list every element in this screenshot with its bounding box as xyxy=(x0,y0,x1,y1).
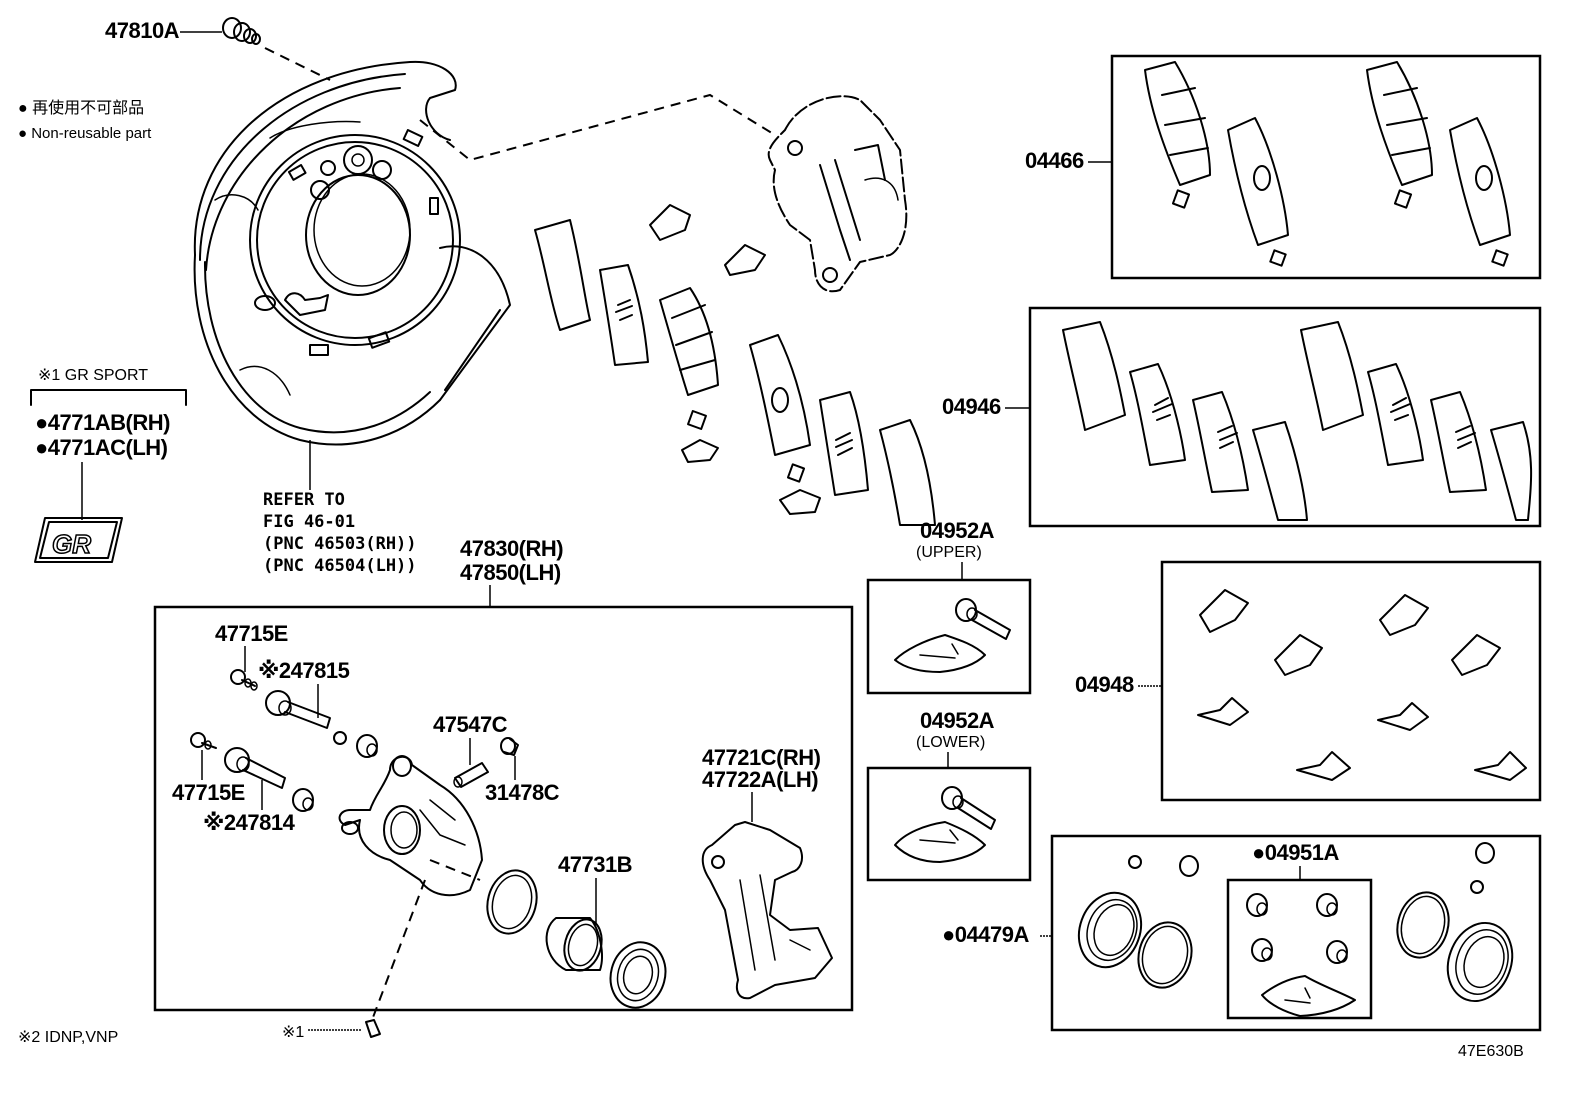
part-04951A[interactable]: ●04951A xyxy=(1252,840,1340,880)
part-label-04948[interactable]: 04948 xyxy=(1075,672,1134,697)
part-04946[interactable]: 04946 xyxy=(942,394,1030,419)
guide-pin-kit-upper-illustration xyxy=(894,598,1011,673)
part-label-47830[interactable]: 47830(RH) xyxy=(460,536,564,561)
note1-header: ※1 GR SPORT xyxy=(38,367,148,384)
bleeder-screw-icon xyxy=(230,669,258,691)
part-47731B[interactable]: 47731B xyxy=(545,852,633,975)
part-sublabel-lower[interactable]: (LOWER) xyxy=(916,734,985,751)
guide-pin-icon xyxy=(265,690,331,729)
part-label-04952A-upper[interactable]: 04952A xyxy=(920,518,995,543)
note1-marker: ※1 xyxy=(282,1024,304,1041)
dashed-connector xyxy=(419,93,776,162)
part-label-4771AB[interactable]: ●4771AB(RH) xyxy=(35,410,171,435)
refer-line[interactable]: REFER TO xyxy=(263,490,345,510)
bleeder-plug-icon xyxy=(453,762,489,788)
legend-non-reusable-en: ● Non-reusable part xyxy=(18,125,152,142)
part-04952A-lower[interactable]: 04952A (LOWER) xyxy=(916,708,995,768)
caliper-assembly-box xyxy=(153,605,854,1012)
part-label-47715E[interactable]: 47715E xyxy=(172,780,245,805)
shim-kit-box-04946 xyxy=(1028,306,1542,528)
bracket xyxy=(30,389,187,406)
part-47830-47850[interactable]: 47830(RH) 47850(LH) xyxy=(460,536,564,607)
part-label-47850[interactable]: 47850(LH) xyxy=(460,560,561,585)
pads-shims-illustration xyxy=(534,204,936,526)
part-label-4771AC[interactable]: ●4771AC(LH) xyxy=(35,435,168,460)
caliper-bracket-icon xyxy=(701,821,833,1000)
part-47715E-top[interactable]: 47715E xyxy=(215,621,288,691)
gr-sport-group: ※1 GR SPORT xyxy=(30,367,187,406)
note2: ※2 IDNP,VNP xyxy=(18,1029,118,1046)
caliper-upper-illustration xyxy=(767,95,908,293)
guide-pin-kit-box-upper xyxy=(866,578,1032,695)
shim-kit-illustration xyxy=(1062,321,1533,521)
part-label-31478C[interactable]: 31478C xyxy=(485,780,560,805)
part-label-47547C[interactable]: 47547C xyxy=(433,712,508,737)
part-label-04951A[interactable]: ●04951A xyxy=(1252,840,1340,865)
refer-line[interactable]: FIG 46-01 xyxy=(263,512,355,532)
figure-code: 47E630B xyxy=(1458,1043,1524,1060)
part-label-04952A-lower[interactable]: 04952A xyxy=(920,708,995,733)
bleeder-screw-icon xyxy=(190,732,217,750)
grommets-illustration xyxy=(292,731,378,812)
pad-kit-illustration xyxy=(1144,61,1511,267)
refer-line[interactable]: (PNC 46504(LH)) xyxy=(263,556,417,576)
label-plate-icon xyxy=(365,1019,381,1038)
guide-pin-kit-box-lower xyxy=(866,766,1032,882)
gr-emblem-text: GR xyxy=(52,529,91,559)
dashed-connector xyxy=(371,879,426,1021)
part-04952A-upper[interactable]: 04952A (UPPER) xyxy=(916,518,995,580)
bleeder-plug-icon xyxy=(222,17,261,45)
part-04479A[interactable]: ●04479A xyxy=(942,922,1052,947)
piston-icon xyxy=(545,917,603,972)
part-label-47814[interactable]: ※247814 xyxy=(203,810,296,835)
seal-kit-illustration xyxy=(1077,842,1514,1003)
legend: ● 再使用不可部品 ● Non-reusable part xyxy=(18,99,152,142)
part-label-47715E[interactable]: 47715E xyxy=(215,621,288,646)
refer-to-note[interactable]: REFER TO FIG 46-01 (PNC 46503(RH)) (PNC … xyxy=(263,490,417,576)
part-label-47721C[interactable]: 47721C(RH) xyxy=(702,745,821,770)
part-47814[interactable]: ※247814 xyxy=(203,747,296,835)
part-label-47815[interactable]: ※247815 xyxy=(258,658,350,683)
part-04466[interactable]: 04466 xyxy=(1025,148,1112,173)
dust-cover-backing-plate[interactable] xyxy=(193,60,511,446)
part-label-47731B[interactable]: 47731B xyxy=(558,852,633,877)
caliper-body-illustration xyxy=(338,755,483,897)
guide-pin-icon xyxy=(224,747,286,789)
legend-non-reusable-jp: ● 再使用不可部品 xyxy=(18,99,144,117)
part-4771AB-AC[interactable]: ●4771AB(RH) ●4771AC(LH) GR xyxy=(34,410,171,563)
refer-line[interactable]: (PNC 46503(RH)) xyxy=(263,534,417,554)
part-label-04466[interactable]: 04466 xyxy=(1025,148,1084,173)
part-label-04946[interactable]: 04946 xyxy=(942,394,1001,419)
guide-pin-kit-lower-illustration xyxy=(894,786,996,863)
part-47547C[interactable]: 47547C xyxy=(433,712,508,788)
part-sublabel-upper[interactable]: (UPPER) xyxy=(916,544,982,561)
part-47815[interactable]: ※247815 xyxy=(258,658,350,729)
piston-seal-illustration xyxy=(486,869,538,935)
part-47721C-47722A[interactable]: 47721C(RH) 47722A(LH) xyxy=(701,745,833,1000)
pad-kit-box-04466 xyxy=(1110,54,1542,280)
note1-marker-group: ※1 xyxy=(282,1019,381,1041)
part-31478C[interactable]: 31478C xyxy=(485,737,560,805)
part-47715E-bottom[interactable]: 47715E xyxy=(172,732,245,805)
boot-kit-illustration xyxy=(1246,893,1356,1017)
part-label-04479A[interactable]: ●04479A xyxy=(942,922,1030,947)
clip-kit-illustration xyxy=(1197,589,1527,781)
dashed-connector xyxy=(264,47,331,81)
bleeder-cap-icon xyxy=(500,737,519,756)
part-47810A[interactable]: 47810A xyxy=(105,17,261,45)
part-label-47810A[interactable]: 47810A xyxy=(105,18,180,43)
dashed-connector xyxy=(429,859,481,881)
part-label-47722A[interactable]: 47722A(LH) xyxy=(702,767,819,792)
seal-kit-box-04479A xyxy=(1050,834,1542,1032)
boot-kit-box-04951A xyxy=(1226,878,1373,1020)
gr-emblem-icon: GR xyxy=(34,517,123,563)
piston-boot-illustration xyxy=(609,941,667,1009)
part-04948[interactable]: 04948 xyxy=(1075,672,1162,697)
clip-kit-box-04948 xyxy=(1160,560,1542,802)
